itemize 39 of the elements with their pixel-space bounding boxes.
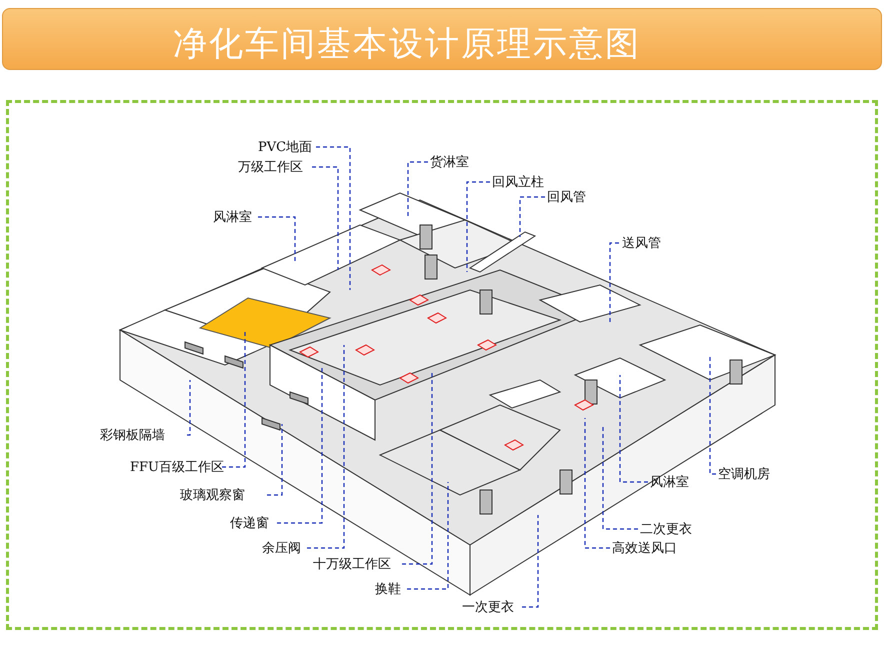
callout-label: PVC地面 [258,140,312,155]
leader-line [312,166,339,270]
callout-label: 空调机房 [718,467,770,482]
callout-label: 风淋室 [650,475,689,490]
callout-label: 万级工作区 [238,160,303,175]
leader-line [466,181,490,272]
callout-label: 换鞋 [375,582,401,597]
leader-line [258,216,296,262]
leader-line [519,196,545,237]
leader-line [222,332,246,468]
callout-label: FFU百级工作区 [130,460,224,475]
title: 净化车间基本设计原理示意图 [173,23,641,66]
leader-line [267,424,283,496]
leader-line [602,425,638,530]
leader-line [316,146,351,290]
callout-label: 彩钢板隔墙 [100,428,165,443]
leader-line [187,380,191,436]
leader-line [402,370,433,565]
callout-label: 送风管 [622,236,661,251]
leader-line [709,355,716,475]
callout-label: 货淋室 [430,155,469,170]
callout-label: 传递窗 [230,516,269,531]
leader-line [584,418,610,549]
callout-label: 十万级工作区 [313,557,391,572]
leader-line [619,375,648,483]
callout-label: 二次更衣 [640,522,692,537]
callout-label: 回风立柱 [492,175,544,190]
leader-line [407,482,449,590]
leader-line [522,515,539,608]
leader-line [407,161,428,218]
leader-line [277,366,323,524]
callout-label: 玻璃观察窗 [180,488,245,503]
callout-label: 余压阀 [262,541,301,556]
callout-label: 高效送风口 [612,541,677,556]
leader-line [307,345,345,549]
leader-line [609,242,619,322]
callout-label: 回风管 [547,190,586,205]
callout-label: 一次更衣 [462,600,514,615]
callout-label: 风淋室 [213,210,252,225]
